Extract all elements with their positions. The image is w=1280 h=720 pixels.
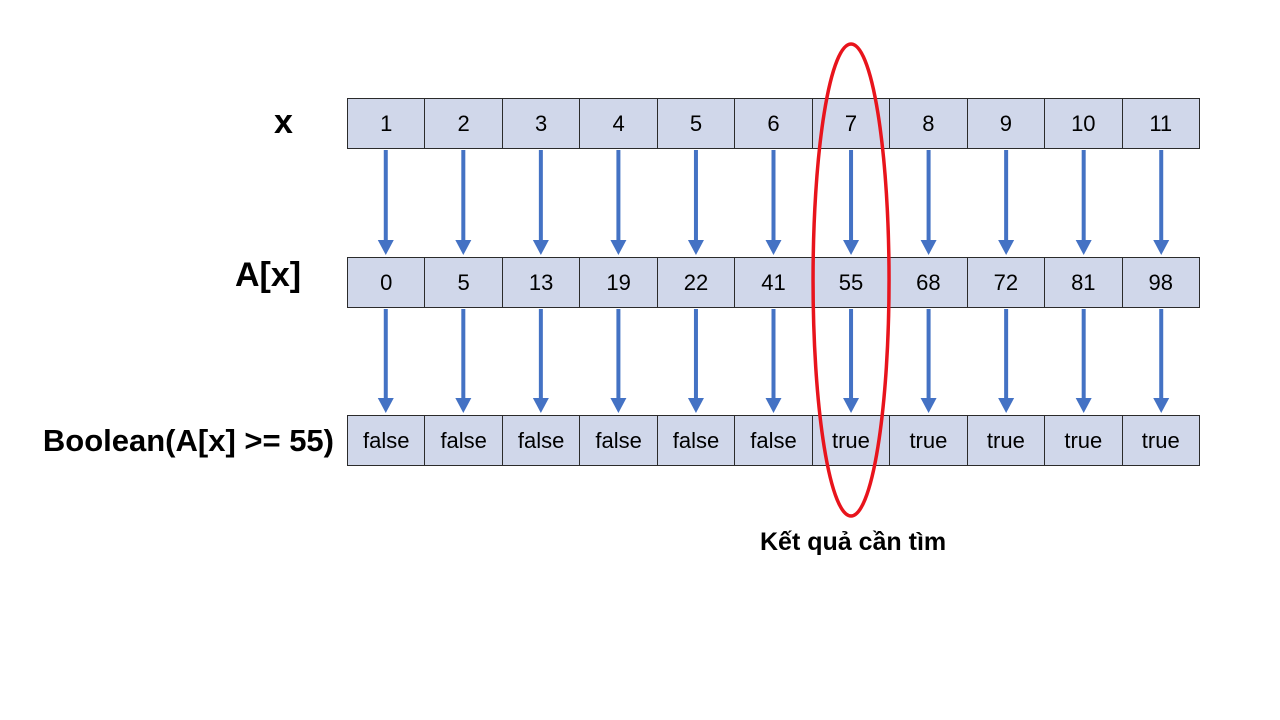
arrow-head [843,240,860,255]
boolean-cell: true [1121,416,1200,465]
boolean-cell: false [656,416,735,465]
boolean-cell: false [501,416,580,465]
ax-cell: 72 [966,258,1045,307]
arrow-head [1075,240,1092,255]
ax-cell: 55 [811,258,890,307]
x-cell: 6 [734,99,812,148]
x-cell: 3 [501,99,580,148]
boolean-cell: true [889,416,967,465]
x-cell: 9 [966,99,1045,148]
arrow-head [998,240,1015,255]
arrow-head [610,398,627,413]
ax-cell: 5 [424,258,502,307]
arrow-head [1075,398,1092,413]
arrow-head [765,398,782,413]
arrow-head [532,398,549,413]
x-cell: 8 [889,99,967,148]
boolean-cell: true [1044,416,1122,465]
result-caption: Kết quả cần tìm [760,528,947,556]
ax-cell: 41 [734,258,812,307]
x-cell: 5 [656,99,735,148]
arrow-head [455,240,472,255]
ax-cell: 19 [579,258,657,307]
arrow-head [610,240,627,255]
arrow-head [843,398,860,413]
arrow-head [377,398,394,413]
boolean-values-row: false false false false false false true… [347,415,1200,466]
arrow-head [1153,398,1170,413]
arrow-head [765,240,782,255]
row-label-ax: A[x] [235,256,302,294]
boolean-cell: false [734,416,812,465]
x-cell: 11 [1121,99,1200,148]
x-cell: 7 [811,99,890,148]
row-label-boolean: Boolean(A[x] >= 55) [42,423,334,458]
arrow-head [998,398,1015,413]
x-cell: 2 [424,99,502,148]
ax-cell: 0 [347,258,425,307]
boolean-cell: true [966,416,1045,465]
boolean-cell: false [347,416,425,465]
boolean-cell: true [811,416,890,465]
x-cell: 10 [1044,99,1122,148]
ax-cell: 13 [501,258,580,307]
arrow-head [377,240,394,255]
arrow-head [687,240,704,255]
ax-cell: 68 [889,258,967,307]
arrow-head [687,398,704,413]
arrow-head [920,240,937,255]
arrow-head [920,398,937,413]
arrow-head [455,398,472,413]
ax-cell: 81 [1044,258,1122,307]
arrow-head [532,240,549,255]
x-values-row: 1 2 3 4 5 6 7 8 9 10 11 [347,98,1200,149]
boolean-cell: false [579,416,657,465]
x-cell: 4 [579,99,657,148]
x-cell: 1 [347,99,425,148]
ax-cell: 22 [656,258,735,307]
ax-cell: 98 [1121,258,1200,307]
boolean-cell: false [424,416,502,465]
arrow-head [1153,240,1170,255]
ax-values-row: 0 5 13 19 22 41 55 68 72 81 98 [347,257,1200,308]
row-label-x: x [274,103,293,141]
